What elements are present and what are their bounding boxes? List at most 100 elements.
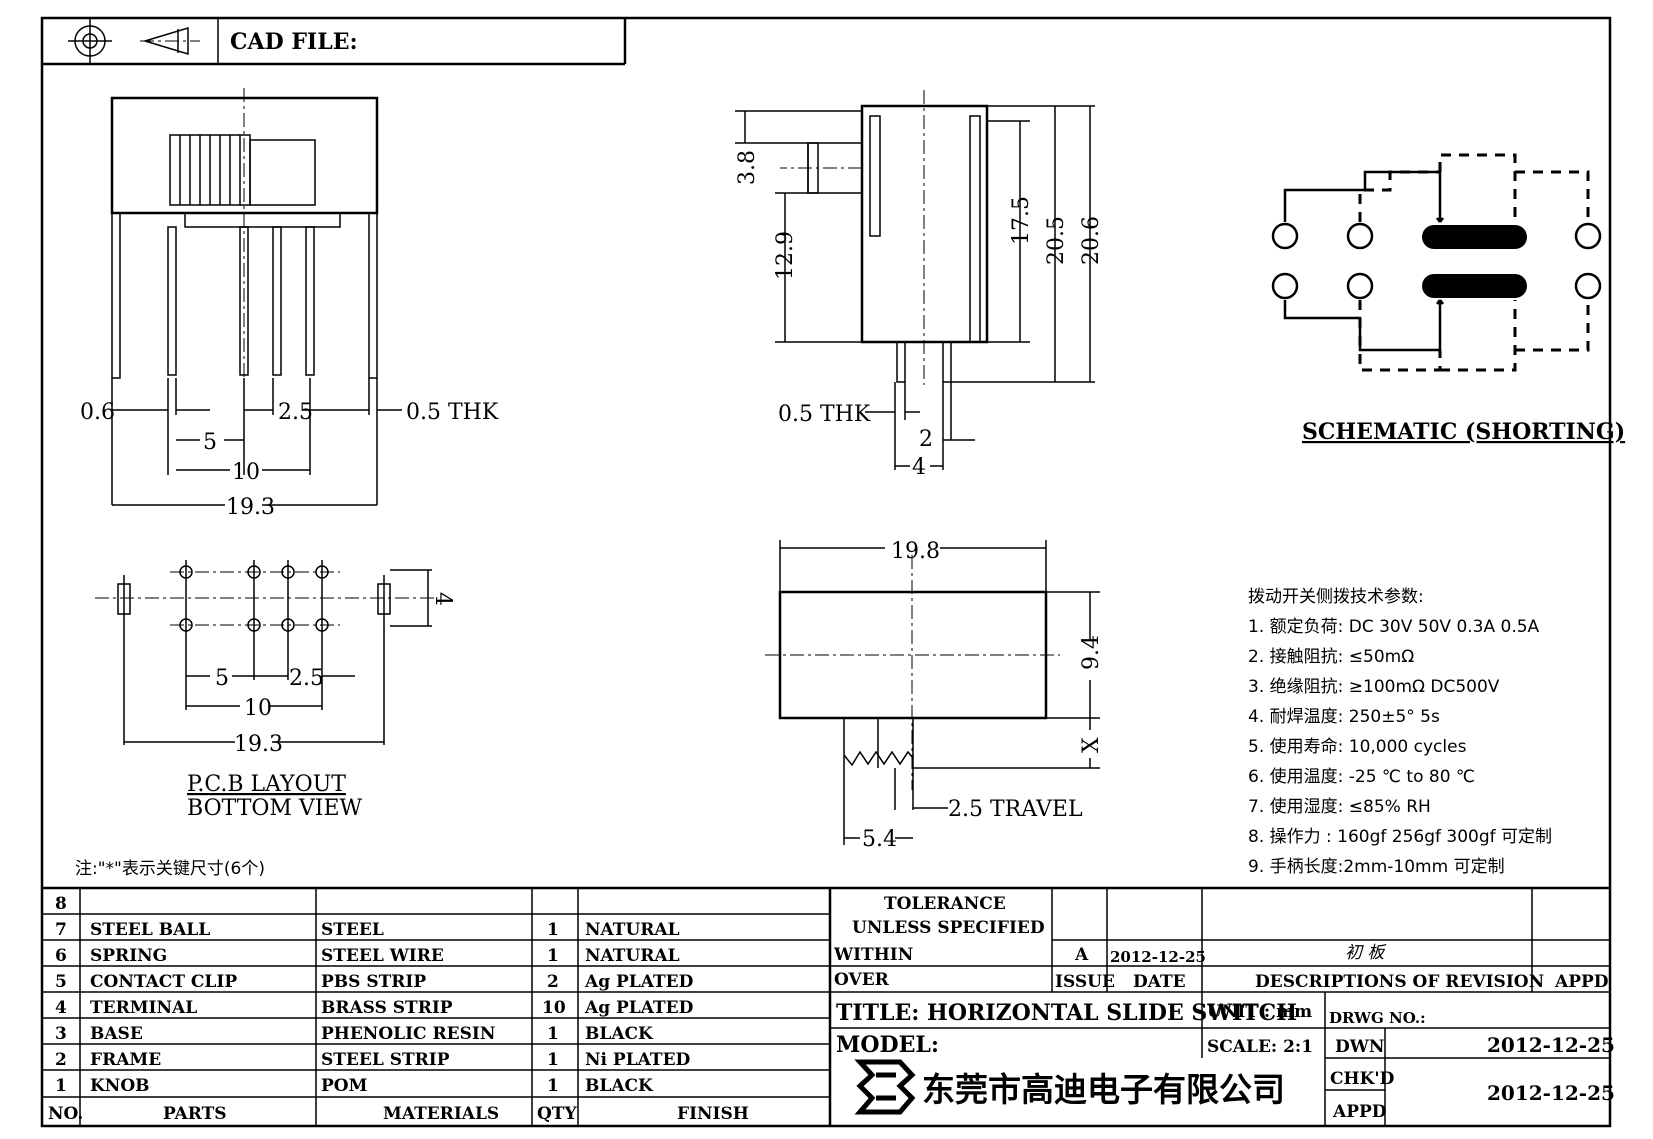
bom-no: 1 bbox=[55, 1076, 67, 1096]
front-dim-19-3: 19.3 bbox=[226, 495, 275, 520]
bom-material: STEEL STRIP bbox=[321, 1050, 450, 1070]
pcb-dim-4: 4 bbox=[430, 592, 455, 606]
side-dim-12-9: 12.9 bbox=[773, 231, 798, 280]
schematic-pin bbox=[1346, 272, 1374, 300]
within-label: WITHIN bbox=[833, 945, 913, 965]
drwg-no-label: DRWG NO.: bbox=[1329, 1009, 1426, 1027]
front-dim-5: 5 bbox=[203, 430, 217, 455]
front-dim-thk: 0.5 THK bbox=[406, 400, 499, 425]
spec-item: 2. 接触阻抗: ≤50mΩ bbox=[1248, 647, 1414, 667]
spec-item: 4. 耐焊温度: 250±5° 5s bbox=[1248, 707, 1440, 727]
specs-title: 拨动开关侧拨技术参数: bbox=[1248, 587, 1424, 607]
bom-no: 6 bbox=[55, 946, 67, 966]
pcb-layout-view: 4 5 2.5 10 19.3 P.C.B LAYOUT BOTTOM VIEW bbox=[95, 560, 455, 821]
bom-finish: BLACK bbox=[585, 1076, 654, 1096]
bom-table: 8 7 STEEL BALL STEEL 1 NATURAL 6 SPRING … bbox=[42, 886, 1610, 1126]
bom-material: PBS STRIP bbox=[321, 972, 426, 992]
model-label: MODEL: bbox=[836, 1032, 939, 1058]
bom-qty: 10 bbox=[542, 998, 566, 1018]
tolerance-label: TOLERANCE bbox=[884, 894, 1006, 914]
over-label: OVER bbox=[834, 970, 890, 990]
front-view: 0.6 2.5 0.5 THK 5 10 19.3 bbox=[80, 88, 499, 520]
bom-part: FRAME bbox=[90, 1050, 161, 1070]
bom-finish: Ni PLATED bbox=[585, 1050, 691, 1070]
bom-qty: 1 bbox=[547, 946, 559, 966]
appd-label: APPD bbox=[1554, 972, 1609, 992]
projection-cone-icon bbox=[140, 26, 200, 56]
bom-no: 5 bbox=[55, 972, 67, 992]
pcb-layout-subtitle: BOTTOM VIEW bbox=[187, 796, 363, 821]
spec-item: 1. 额定负荷: DC 30V 50V 0.3A 0.5A bbox=[1248, 617, 1540, 637]
pcb-dim-5: 5 bbox=[215, 666, 229, 691]
top-dim-9-4: 9.4 bbox=[1079, 635, 1104, 670]
bom-qty: 1 bbox=[547, 1050, 559, 1070]
schematic-pin bbox=[1271, 272, 1299, 300]
side-view: 3.8 12.9 17.5 20.5 20.6 0.5 THK 2 4 bbox=[735, 90, 1104, 480]
schematic-pin bbox=[1574, 272, 1602, 300]
issue-value: A bbox=[1074, 945, 1089, 965]
issue-date: 2012-12-25 bbox=[1110, 948, 1206, 966]
bom-header-qty: QTY bbox=[537, 1104, 577, 1124]
bom-finish: NATURAL bbox=[585, 946, 680, 966]
side-dim-thk: 0.5 THK bbox=[778, 402, 871, 427]
bom-no: 7 bbox=[55, 920, 67, 940]
bom-part: SPRING bbox=[90, 946, 167, 966]
front-dim-10: 10 bbox=[232, 460, 260, 485]
unit-label: UNIT : mm bbox=[1207, 1002, 1312, 1022]
company-name: 东莞市高迪电子有限公司 bbox=[922, 1070, 1285, 1109]
bom-qty: 2 bbox=[547, 972, 559, 992]
side-dim-4: 4 bbox=[912, 455, 926, 480]
bom-header-materials: MATERIALS bbox=[383, 1104, 499, 1124]
schematic-pin bbox=[1574, 222, 1602, 250]
sheet-border bbox=[40, 16, 1612, 1128]
key-dimension-note: 注:"*"表示关键尺寸(6个) bbox=[75, 859, 265, 879]
spec-item: 8. 操作力 : 160gf 256gf 300gf 可定制 bbox=[1248, 827, 1552, 847]
bom-no: 2 bbox=[55, 1050, 67, 1070]
drawing-title: TITLE: HORIZONTAL SLIDE SWITCH bbox=[836, 1000, 1297, 1026]
bom-finish: BLACK bbox=[585, 1024, 654, 1044]
spec-item: 9. 手柄长度:2mm-10mm 可定制 bbox=[1248, 857, 1505, 877]
side-dim-17-5: 17.5 bbox=[1009, 196, 1034, 245]
top-dim-19-8: 19.8 bbox=[891, 539, 940, 564]
company-logo-icon bbox=[854, 1059, 916, 1115]
bom-no: 8 bbox=[55, 894, 67, 914]
bom-no: 4 bbox=[55, 998, 67, 1018]
top-dim-5-4: 5.4 bbox=[862, 827, 897, 852]
schematic-pin bbox=[1271, 222, 1299, 250]
schematic-contact-bar bbox=[1422, 274, 1527, 298]
front-dim-2-5: 2.5 bbox=[278, 400, 313, 425]
descriptions-label: DESCRIPTIONS OF REVISION bbox=[1255, 972, 1544, 992]
side-dim-20-6: 20.6 bbox=[1079, 216, 1104, 265]
bom-part: CONTACT CLIP bbox=[90, 972, 237, 992]
pcb-layout-title: P.C.B LAYOUT bbox=[187, 772, 346, 797]
date-label: DATE bbox=[1133, 972, 1186, 992]
front-dim-0-6: 0.6 bbox=[80, 400, 115, 425]
top-view: 19.8 9.4 X 2.5 TRAVEL 5.4 bbox=[765, 539, 1104, 852]
chkd-label: CHK'D bbox=[1330, 1069, 1395, 1089]
top-dim-x: X bbox=[1079, 737, 1104, 753]
bom-finish: NATURAL bbox=[585, 920, 680, 940]
schematic: SCHEMATIC (SHORTING) bbox=[1271, 153, 1625, 445]
bom-qty: 1 bbox=[547, 920, 559, 940]
bom-material: STEEL WIRE bbox=[321, 946, 444, 966]
schematic-pin bbox=[1346, 222, 1374, 250]
bom-material: STEEL bbox=[321, 920, 384, 940]
bom-part: STEEL BALL bbox=[90, 920, 210, 940]
projection-target-icon bbox=[68, 19, 112, 63]
tolerance-unless-label: UNLESS SPECIFIED bbox=[852, 918, 1045, 938]
spec-item: 3. 绝缘阻抗: ≥100mΩ DC500V bbox=[1248, 677, 1500, 697]
bom-part: KNOB bbox=[90, 1076, 150, 1096]
chkd-date: 2012-12-25 bbox=[1487, 1081, 1615, 1105]
bom-qty: 1 bbox=[547, 1024, 559, 1044]
pcb-dim-19-3: 19.3 bbox=[234, 732, 283, 757]
side-dim-2: 2 bbox=[919, 427, 933, 452]
side-dim-3-8: 3.8 bbox=[735, 150, 760, 185]
bom-material: PHENOLIC RESIN bbox=[321, 1024, 495, 1044]
dwn-label: DWN bbox=[1335, 1037, 1384, 1057]
bom-qty: 1 bbox=[547, 1076, 559, 1096]
header-box: CAD FILE: bbox=[42, 18, 627, 66]
issue-label: ISSUE bbox=[1055, 972, 1115, 992]
spec-item: 6. 使用温度: -25 ℃ to 80 ℃ bbox=[1248, 766, 1475, 787]
pcb-dim-10: 10 bbox=[244, 696, 272, 721]
